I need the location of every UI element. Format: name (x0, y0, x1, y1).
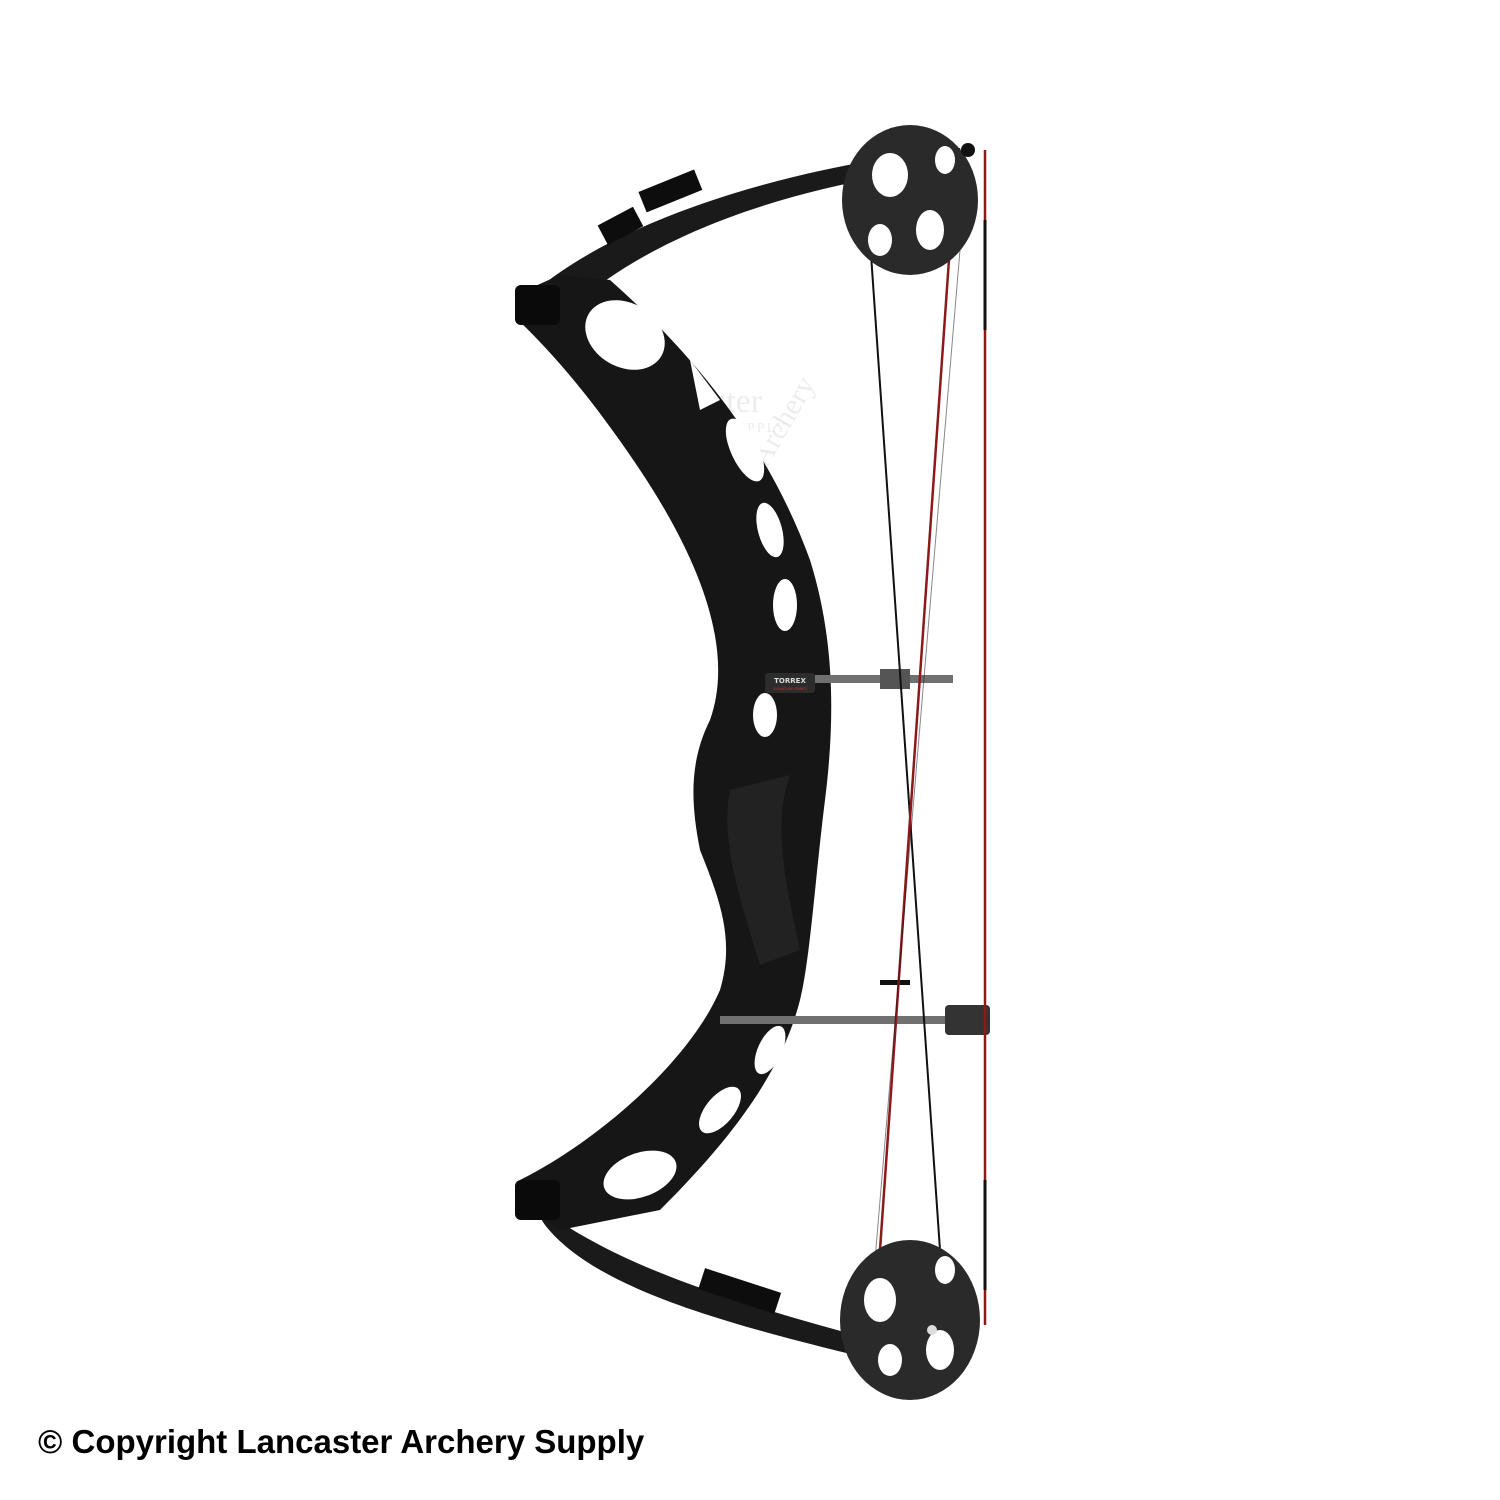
riser (515, 275, 832, 1230)
bowstring-and-cables (869, 150, 987, 1325)
arrow-rest-rod (815, 669, 953, 689)
bottom-cam (840, 1240, 980, 1400)
badge-subtext: SIGNATURE SERIES (773, 687, 807, 691)
riser-badge: TORREX SIGNATURE SERIES (765, 673, 815, 693)
lower-limb (525, 1195, 930, 1372)
copyright-notice: © Copyright Lancaster Archery Supply (38, 1423, 645, 1460)
cable-guard-rod (720, 980, 990, 1035)
badge-text: TORREX (774, 677, 806, 685)
top-cam (842, 125, 978, 275)
